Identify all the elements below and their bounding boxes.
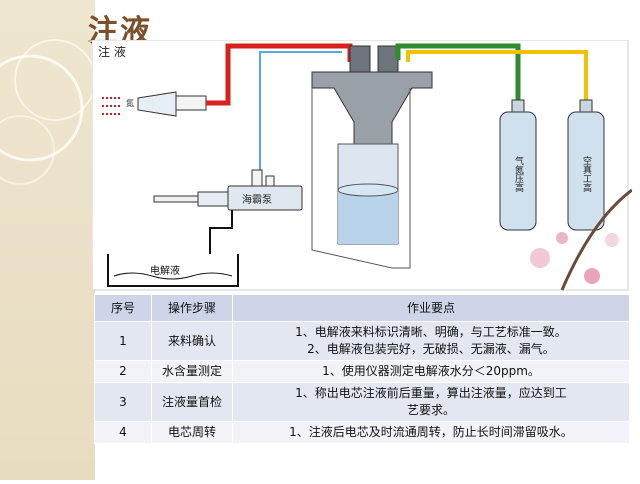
diagram-caption: 注 液 — [98, 44, 126, 59]
electrolyte-tank: 电解液 — [107, 254, 239, 287]
point-line: 1、称出电芯注液前后重量，算出注液量，应达到工 — [295, 386, 567, 400]
gas-cylinder-right: 空真工高 — [567, 99, 605, 231]
yellow-pipe — [406, 50, 588, 104]
pump: 海霸泵 — [153, 169, 303, 211]
row-points: 1、注液后电芯及时流通周转，防止长时间滞留吸水。 — [232, 421, 630, 444]
point-line: 1、使用仪器测定电解液水分＜20ppm。 — [322, 364, 540, 378]
nozzle-label: 氮 — [126, 98, 134, 108]
row-points: 1、电解液来料标识清晰、明确，与工艺标准一致。 2、电解液包装完好，无破损、无漏… — [232, 321, 630, 361]
table-row: 4 电芯周转 1、注液后电芯及时流通周转，防止长时间滞留吸水。 — [94, 421, 630, 444]
injection-chamber — [311, 45, 433, 269]
blue-pipe — [259, 51, 342, 172]
ring-ornament — [0, 39, 96, 185]
header-points: 作业要点 — [232, 294, 630, 322]
green-pipe — [395, 43, 521, 104]
row-step: 来料确认 — [151, 321, 233, 361]
point-line: 1、电解液来料标识清晰、明确，与工艺标准一致。 — [295, 325, 567, 339]
cylinder-left-label: 气氮压高 — [513, 155, 524, 193]
table-row: 2 水含量测定 1、使用仪器测定电解液水分＜20ppm。 — [94, 360, 630, 383]
row-number: 1 — [94, 321, 152, 361]
point-line: 1、注液后电芯及时流通周转，防止长时间滞留吸水。 — [289, 425, 573, 439]
row-number: 3 — [94, 382, 152, 422]
row-points: 1、使用仪器测定电解液水分＜20ppm。 — [232, 360, 630, 383]
left-decoration — [0, 0, 96, 480]
point-line: 2、电解液包装完好，无破损、无漏液、漏气。 — [307, 342, 555, 356]
gas-cylinder-left: 气氮压高 — [499, 99, 537, 231]
table-row: 3 注液量首检 1、称出电芯注液前后重量，算出注液量，应达到工 艺要求。 — [94, 382, 630, 422]
table-row: 1 来料确认 1、电解液来料标识清晰、明确，与工艺标准一致。 2、电解液包装完好… — [94, 321, 630, 361]
plum-blossom-decoration — [530, 188, 632, 291]
row-number: 2 — [94, 360, 152, 383]
pump-label: 海霸泵 — [242, 193, 272, 206]
injection-diagram: 注 液 氮 海霸泵 电解液 — [92, 40, 632, 291]
row-number: 4 — [94, 421, 152, 444]
point-line: 艺要求。 — [406, 403, 455, 417]
row-step: 注液量首检 — [151, 382, 233, 422]
tank-label: 电解液 — [150, 264, 180, 277]
header-number: 序号 — [94, 294, 152, 322]
row-step: 电芯周转 — [151, 421, 233, 444]
header-step: 操作步骤 — [151, 294, 233, 322]
injector-nozzle: 氮 — [102, 91, 207, 117]
cylinder-right-label: 空真工高 — [581, 155, 592, 193]
process-table: 序号 操作步骤 作业要点 1 来料确认 1、电解液来料标识清晰、明确，与工艺标准… — [94, 294, 630, 444]
row-step: 水含量测定 — [151, 360, 233, 383]
row-points: 1、称出电芯注液前后重量，算出注液量，应达到工 艺要求。 — [232, 382, 630, 422]
